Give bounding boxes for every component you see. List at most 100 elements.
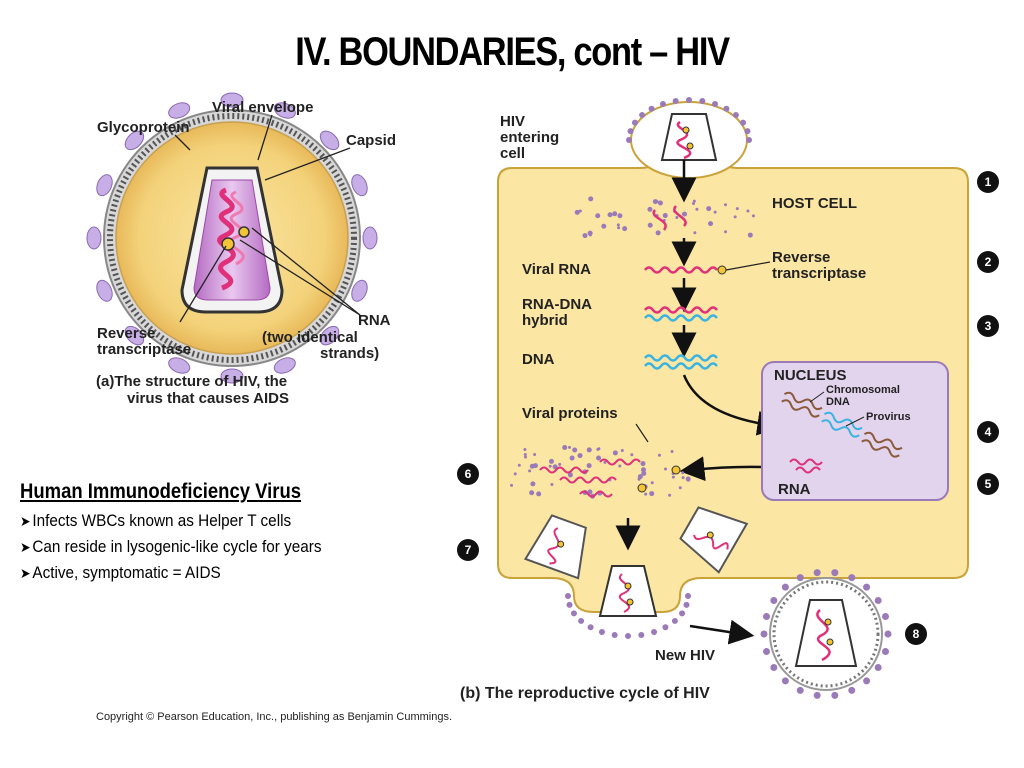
particle-dot (652, 199, 658, 205)
step-number: 1 (985, 175, 992, 189)
particle-dot (595, 213, 601, 219)
bullet-item: ➤Infects WBCs known as Helper T cells (20, 508, 362, 534)
envelope-knob (712, 100, 719, 107)
envelope-knob (770, 664, 778, 672)
envelope-knob (770, 596, 778, 604)
envelope-knob (796, 686, 804, 694)
particle-dot (644, 492, 648, 496)
envelope-knob (813, 691, 821, 699)
particle-dot (733, 215, 737, 219)
envelope-knob (685, 593, 691, 599)
particle-dot (746, 209, 750, 213)
label-chromosomal-2: DNA (826, 396, 850, 408)
reverse-transcriptase-dot-2 (238, 226, 250, 238)
particle-dot (587, 489, 593, 495)
particle-dot (650, 481, 654, 485)
particle-dot (671, 475, 675, 479)
particle-dot (568, 445, 572, 449)
envelope-knob (831, 691, 839, 699)
particle-dot (533, 453, 537, 457)
step-number: 7 (465, 543, 472, 557)
entering-virus (630, 101, 748, 179)
particle-dot (751, 214, 755, 218)
particle-dot (603, 460, 607, 464)
glycoprotein-knob (319, 130, 340, 151)
envelope-knob (723, 105, 730, 112)
label-host-cell: HOST CELL (772, 195, 857, 212)
glycoprotein-knob (273, 102, 296, 119)
particle-dot (682, 211, 688, 217)
particle-dot (630, 453, 634, 457)
label-nucleus: NUCLEUS (774, 367, 847, 384)
bullet-arrow-icon: ➤ (20, 513, 31, 529)
envelope-knob (625, 633, 631, 639)
envelope-dashes (107, 113, 357, 363)
budding-capsid (598, 565, 658, 617)
assembling-capsid-right (679, 506, 749, 574)
envelope-knob (648, 105, 655, 112)
step-number: 6 (465, 467, 472, 481)
glycoprotein-knob (124, 325, 145, 346)
particle-dot (577, 453, 583, 459)
envelope-knob (672, 98, 679, 105)
label-dna: DNA (522, 351, 555, 368)
particle-dot (616, 223, 620, 227)
envelope-knob (874, 664, 882, 672)
label-rna-detail-1: (two identical (262, 329, 358, 346)
step-badge: 4 (977, 421, 999, 443)
envelope-knob (781, 677, 789, 685)
glycoprotein-knob (86, 226, 102, 250)
particle-dot (620, 448, 624, 452)
particle-dot (618, 464, 622, 468)
envelope-knob (598, 629, 605, 636)
step-badge: 2 (977, 251, 999, 273)
envelope-knob (763, 647, 771, 655)
envelope-knob (651, 629, 658, 636)
particle-dot (713, 210, 717, 214)
particle-dot (510, 483, 514, 487)
particle-dot (695, 207, 699, 211)
particle-dot (708, 221, 714, 227)
envelope-knob (631, 119, 638, 126)
particle-dot (523, 452, 527, 456)
particle-dot (562, 445, 568, 451)
envelope-knob (578, 617, 585, 624)
envelope-knob (740, 119, 747, 126)
label-rna-b: RNA (778, 481, 811, 498)
bullet-text: Can reside in lysogenic-like cycle for y… (32, 537, 322, 556)
caption-a-2: virus that causes AIDS (127, 390, 289, 407)
label-rna-dna-2: hybrid (522, 312, 568, 329)
envelope-knob (683, 601, 690, 608)
envelope-knob (796, 574, 804, 582)
bullet-item: ➤Active, symptomatic = AIDS (20, 560, 362, 586)
particle-dot (649, 491, 655, 497)
step-badge: 7 (457, 539, 479, 561)
chromosomal-dna (781, 391, 823, 418)
particle-dot (681, 476, 685, 480)
particle-dot (640, 467, 646, 473)
particle-dot (588, 233, 592, 237)
leader-lines (174, 114, 361, 323)
dna-strand-2 (644, 362, 718, 370)
label-provirus: Provirus (866, 411, 911, 423)
envelope-knob (881, 613, 889, 621)
particle-dot (586, 447, 592, 453)
rna-strand-2 (228, 190, 245, 266)
step-badge: 8 (905, 623, 927, 645)
particle-dot (574, 209, 580, 215)
envelope-knob (848, 686, 856, 694)
envelope-knob (662, 624, 669, 631)
label-chromosomal-1: Chromosomal (826, 384, 900, 396)
particle-dot (582, 233, 588, 239)
envelope-knob (671, 617, 678, 624)
label-hiv-entering-3: cell (500, 145, 525, 162)
caption-b: (b) The reproductive cycle of HIV (460, 685, 710, 702)
particle-dot (601, 223, 607, 229)
envelope-knob (659, 100, 666, 107)
envelope-knob (626, 137, 632, 143)
label-rt-1: Reverse (97, 325, 155, 342)
glycoprotein-knob (220, 368, 244, 384)
glycoprotein-knob (168, 102, 191, 119)
